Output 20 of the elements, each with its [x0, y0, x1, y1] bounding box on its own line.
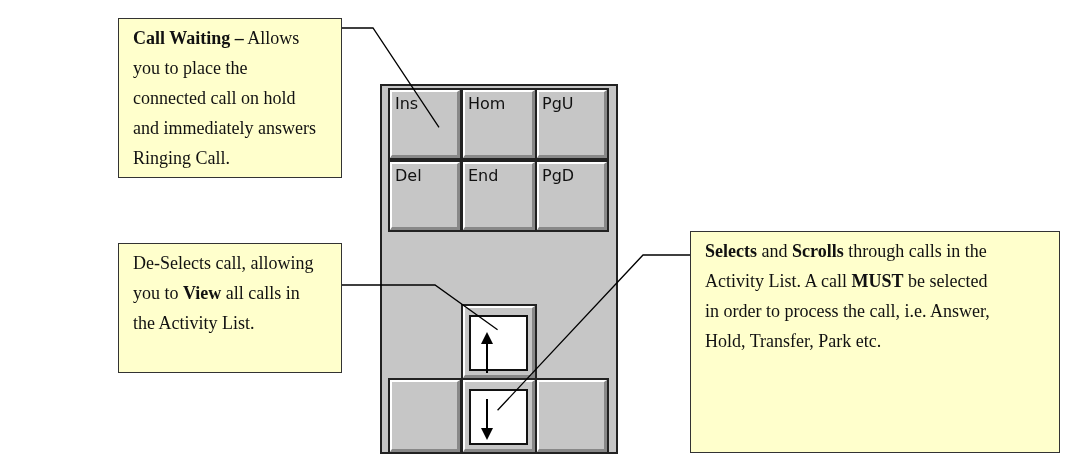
- callout-box: [690, 231, 1060, 453]
- leader-line: [341, 27, 440, 129]
- blank-key: [537, 380, 607, 452]
- up-key: [463, 306, 535, 378]
- keypad-key: PgU: [537, 90, 607, 158]
- keypad-key: PgD: [537, 162, 607, 230]
- leader-line: [496, 254, 691, 411]
- down-key: [463, 380, 535, 452]
- callout-box: [118, 243, 342, 373]
- keypad-key: End: [463, 162, 535, 230]
- keypad-key: Del: [390, 162, 460, 230]
- callout-text: Selects and Scrolls through calls in the Activity List. A call MUST be selected in order to process the call, i.e. Answer, Hold, Transfer, Park etc.: [705, 240, 991, 353]
- callout-text: Call Waiting – Allows you to place the connected call on hold and immediately answers Ringing Call.: [133, 27, 317, 170]
- callout-box: [118, 18, 342, 178]
- blank-key: [390, 380, 460, 452]
- keypad-key: Hom: [463, 90, 535, 158]
- leader-line: [341, 284, 499, 331]
- keypad-panel: [380, 84, 618, 454]
- keypad-key: Ins: [390, 90, 460, 158]
- callout-text: De-Selects call, allowing you to View all calls in the Activity List.: [133, 252, 315, 335]
